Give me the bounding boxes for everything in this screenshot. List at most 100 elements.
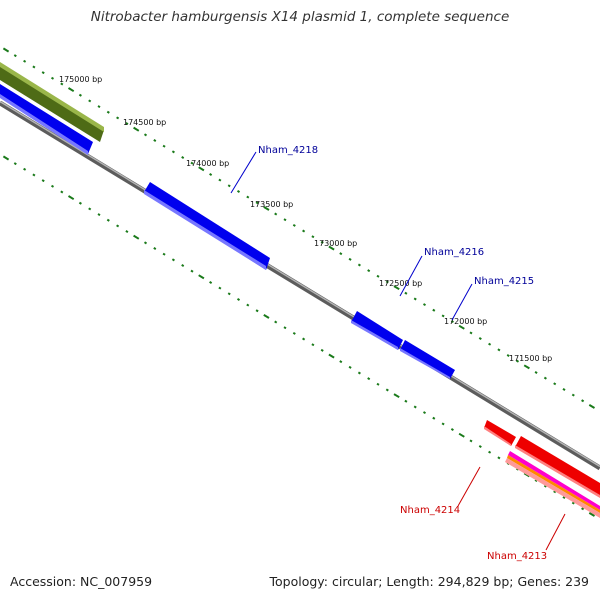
gene-label-nham-4214[interactable]: Nham_4214 (400, 505, 460, 516)
ruler-tick (458, 432, 465, 438)
ruler-tick (41, 71, 45, 75)
ruler-tick (385, 280, 389, 284)
gene-arrow-nham-4213[interactable] (515, 436, 600, 498)
ruler-tick (328, 353, 335, 359)
ruler-tick (106, 110, 110, 114)
ruler-tick (581, 399, 585, 403)
ruler-tick (60, 190, 64, 194)
ruler-tick (320, 240, 324, 244)
ruler-tick (450, 428, 454, 432)
ruler-tick (320, 348, 324, 352)
ruler-tick (348, 365, 352, 369)
ruler-tick (458, 324, 465, 330)
ruler-tick (227, 184, 231, 188)
ruler-tick (218, 178, 222, 182)
ruler-tick (385, 388, 389, 392)
ruler-tick (588, 512, 596, 517)
map-title: Nitrobacter hamburgensis X14 plasmid 1, … (90, 9, 510, 25)
ruler-tick (422, 303, 427, 307)
topology-text: Topology: circular; Length: 294,829 bp; … (269, 574, 590, 589)
accession-text: Accession: NC_007959 (10, 574, 153, 589)
ruler-tick (88, 207, 92, 211)
ruler-label-172500: 172500 bp (379, 279, 422, 288)
ruler-tick (181, 264, 185, 267)
ruler-tick (60, 82, 64, 86)
ruler-tick (88, 99, 92, 103)
ruler-tick (562, 387, 566, 391)
ruler-tick (171, 150, 175, 154)
gene-label-nham-4216[interactable]: Nham_4216 (424, 247, 484, 258)
ruler-tick (478, 445, 482, 449)
ruler-tick (506, 354, 510, 357)
ruler-tick (23, 59, 27, 63)
ruler-tick (198, 274, 205, 280)
ruler-tick (263, 314, 270, 319)
leader-nham-4216 (399, 255, 423, 297)
ruler-label-171500: 171500 bp (509, 354, 552, 363)
ruler-label-174500: 174500 bp (123, 118, 166, 127)
ruler-tick (302, 337, 306, 341)
ruler-tick (488, 342, 492, 346)
ruler-tick (292, 331, 296, 335)
leader-nham-4218 (230, 151, 257, 194)
ruler-tick (190, 269, 194, 273)
ruler-tick (67, 87, 75, 93)
gene-label-nham-4215[interactable]: Nham_4215 (474, 276, 534, 287)
ruler-tick (311, 343, 315, 347)
ruler-tick (413, 405, 417, 409)
ruler-tick (432, 308, 436, 312)
ruler-tick (97, 213, 101, 217)
ruler-tick (255, 201, 259, 205)
ruler-tick (143, 241, 148, 245)
ruler-tick (263, 206, 270, 211)
ruler-tick (393, 285, 400, 291)
gene-label-nham-4218[interactable]: Nham_4218 (258, 145, 318, 156)
colored-feature-band[interactable] (505, 451, 600, 518)
ruler-tick (292, 223, 296, 227)
ruler-tick (348, 257, 352, 261)
ruler-tick (469, 331, 473, 335)
ruler-tick (116, 116, 120, 120)
olive-feature[interactable] (0, 62, 104, 142)
ruler-tick (441, 422, 445, 426)
ruler-tick (404, 399, 408, 403)
gene-arrow-left-partial[interactable] (0, 84, 93, 155)
gene-arrow-nham-4218[interactable] (144, 182, 270, 270)
ruler-tick (274, 212, 278, 216)
ruler-tick (283, 218, 287, 222)
ruler-tick (97, 105, 101, 109)
ruler-tick (588, 404, 596, 409)
ruler-tick (106, 218, 110, 222)
ruler-tick (13, 162, 17, 166)
ruler-tick (255, 309, 259, 313)
ruler-label-175000: 175000 bp (59, 75, 102, 84)
ruler-tick (23, 167, 27, 171)
ruler-tick (162, 252, 166, 256)
ruler-tick (367, 377, 371, 381)
ruler-tick (357, 371, 361, 375)
ruler-tick (218, 286, 222, 290)
ruler-tick (488, 450, 492, 454)
ruler-tick (497, 348, 501, 352)
ruler-tick (376, 382, 380, 386)
ruler-tick (190, 161, 194, 165)
gene-label-nham-4213[interactable]: Nham_4213 (487, 551, 547, 562)
ruler-tick (209, 172, 213, 176)
ruler-tick (133, 234, 140, 240)
gene-arrow-nham-4215[interactable] (400, 340, 455, 379)
gene-arrow-nham-4216[interactable] (351, 311, 403, 350)
ruler-tick (50, 76, 55, 80)
ruler-tick (376, 274, 380, 278)
ruler-tick (78, 93, 82, 97)
ruler-tick (404, 291, 408, 295)
ruler-label-174000: 174000 bp (186, 159, 229, 168)
ruler-tick (357, 263, 361, 267)
ruler-tick (236, 189, 241, 193)
leader-nham-4213 (545, 513, 566, 551)
ruler-tick (143, 133, 148, 137)
ruler-tick (339, 360, 343, 364)
gene-arrow-nham-4214[interactable] (484, 420, 516, 446)
ruler-tick (236, 297, 241, 301)
ruler-ticks (2, 47, 596, 517)
